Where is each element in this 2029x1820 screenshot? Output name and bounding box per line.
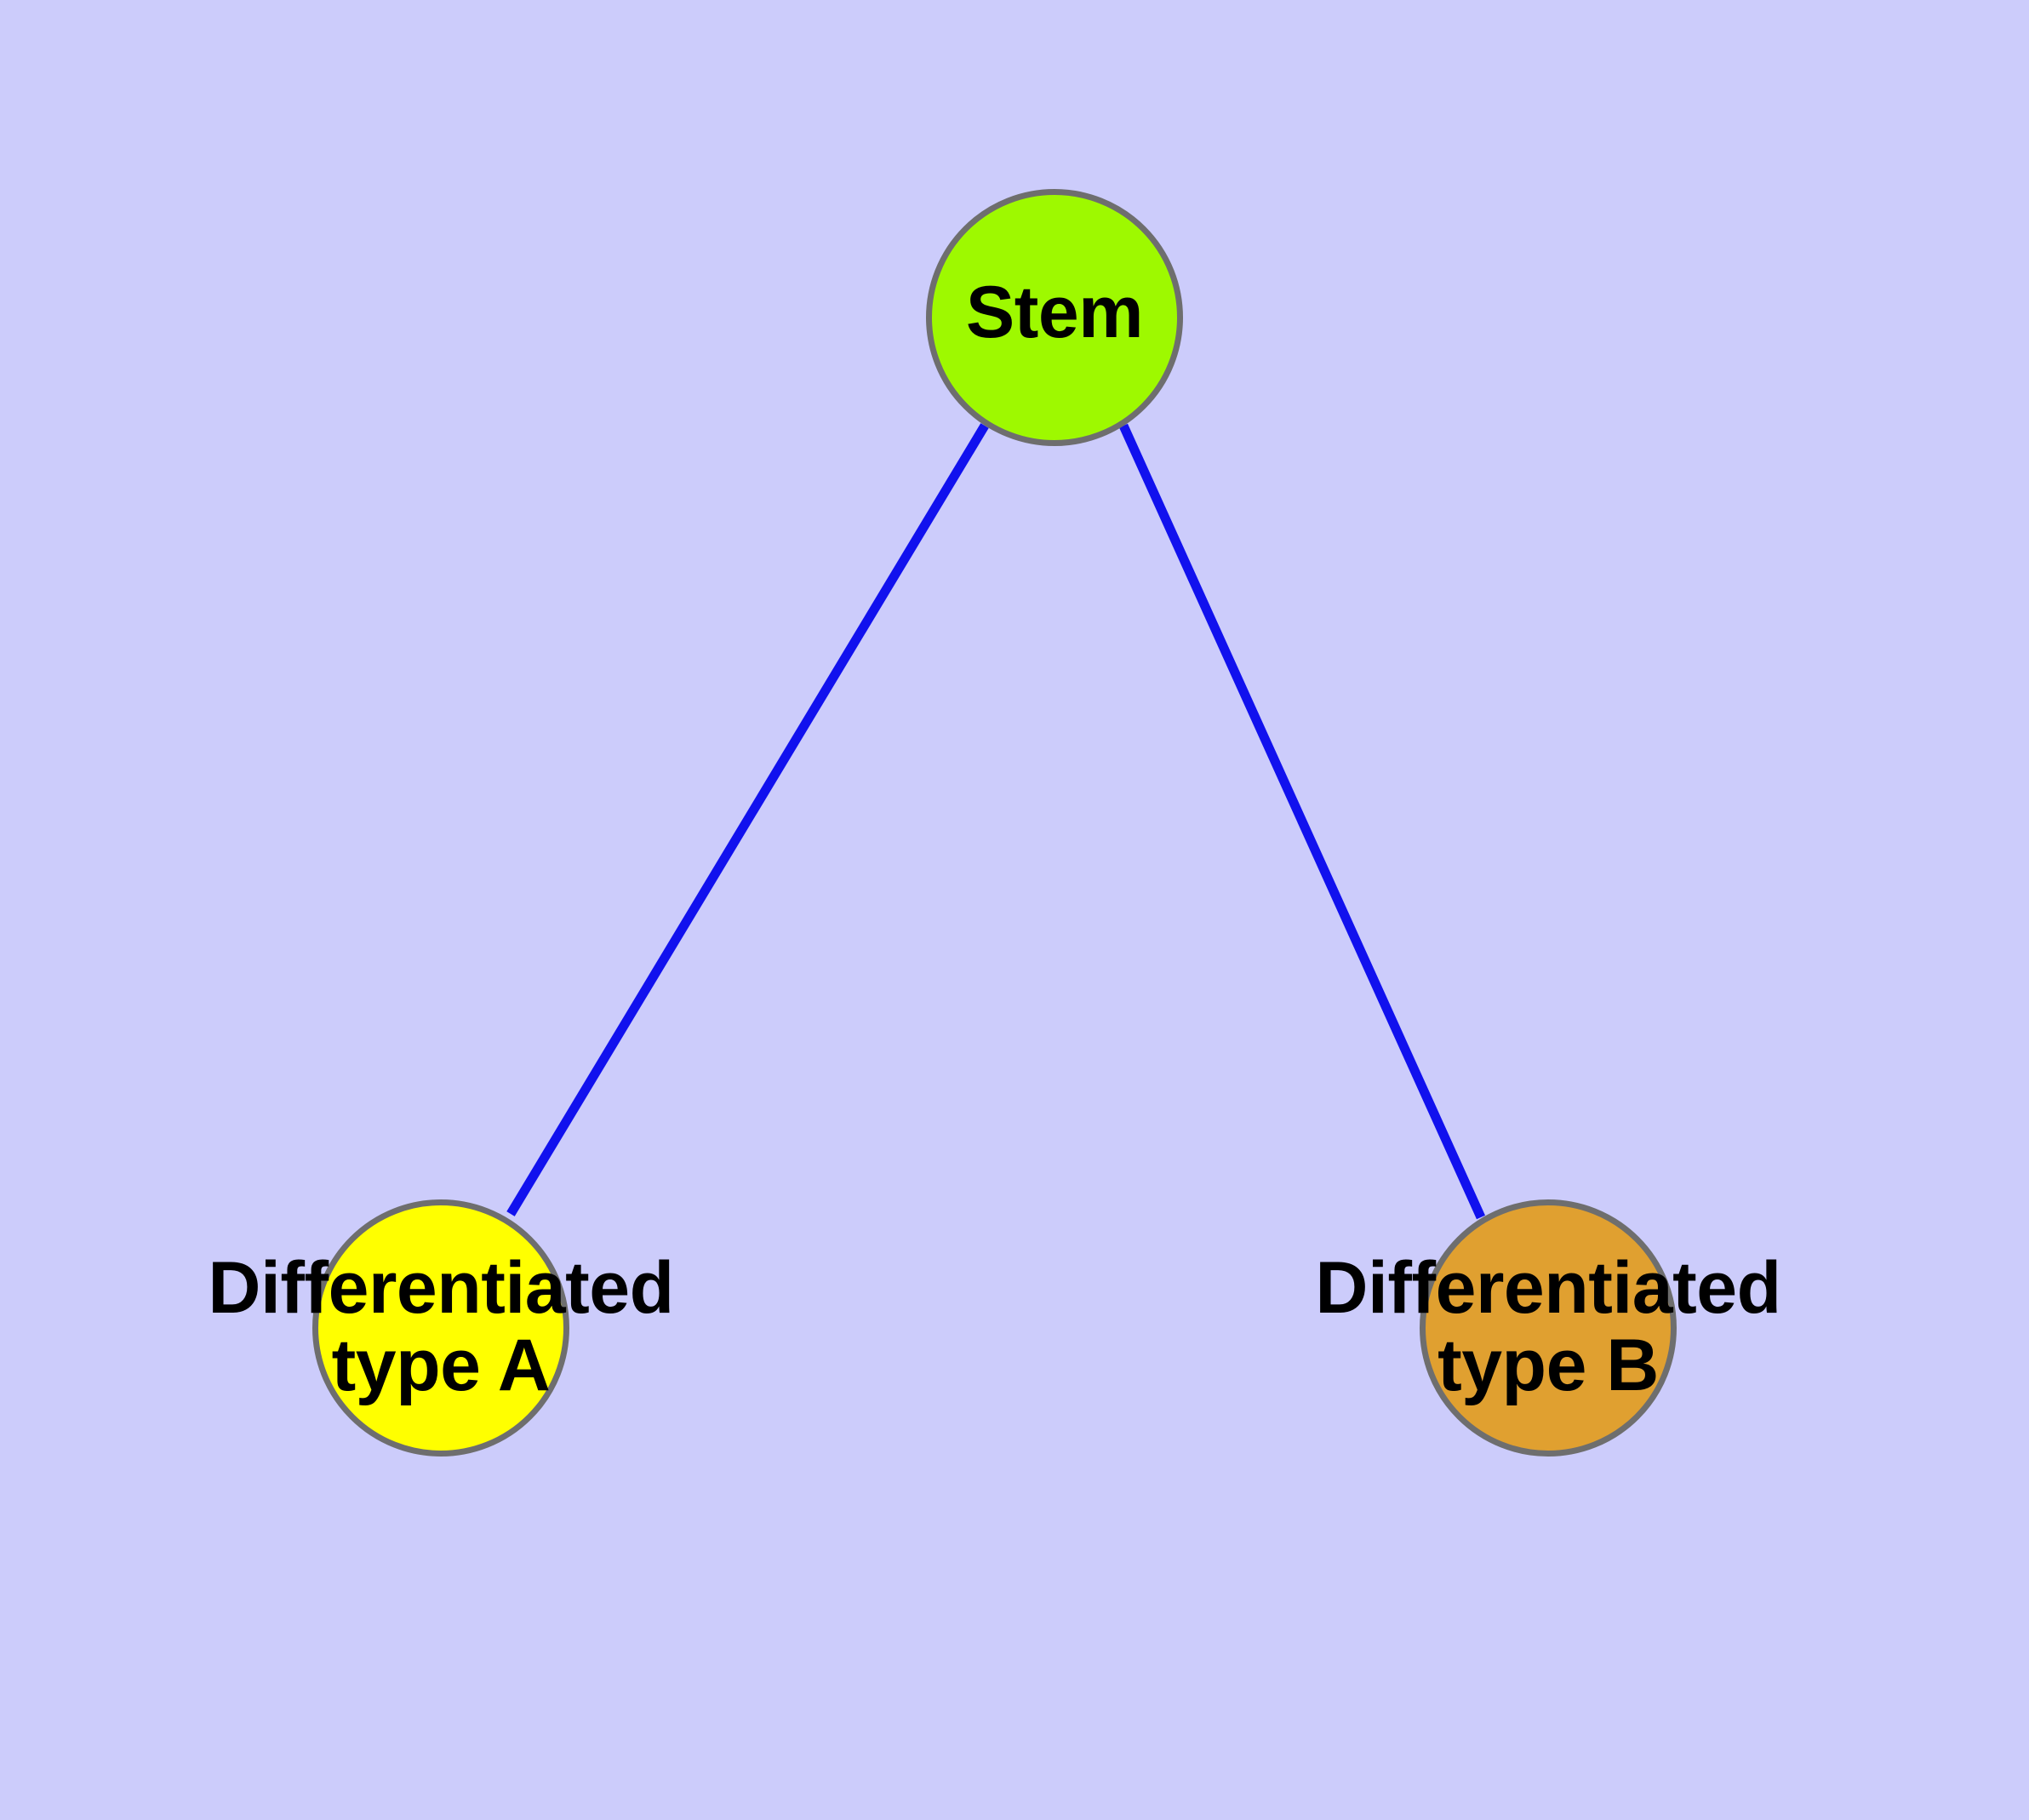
node-differentiated-type-b[interactable] (1420, 1199, 1677, 1457)
edge-stem-to-diff-a (506, 423, 989, 1216)
edge-stem-to-diff-b (1118, 423, 1486, 1220)
node-differentiated-type-a[interactable] (312, 1199, 569, 1457)
node-stem[interactable] (926, 189, 1183, 446)
